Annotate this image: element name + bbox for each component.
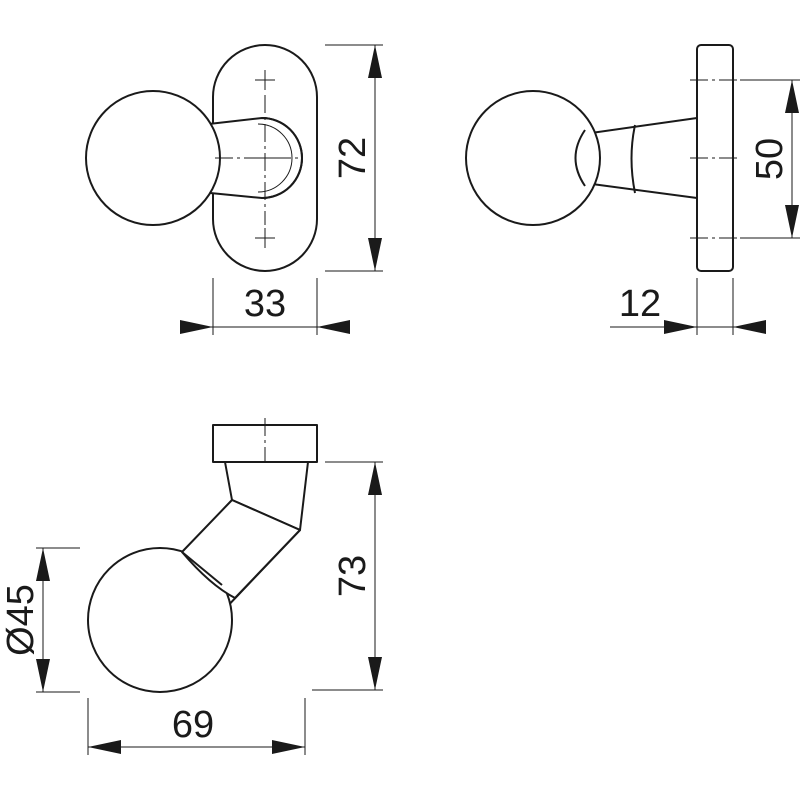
- dimension-side-spacing-label: 50: [749, 138, 791, 180]
- side-neck-collar: [630, 124, 636, 194]
- bottom-arm-front: [181, 499, 301, 599]
- dimension-total-height: 73: [312, 461, 383, 691]
- dimension-front-height: 72: [325, 44, 383, 272]
- side-ball-neck-joint: [574, 129, 586, 187]
- bottom-view: Ø45 73 69: [0, 418, 383, 755]
- bottom-knob-ball: [87, 547, 233, 693]
- dimension-front-height-label: 72: [332, 137, 374, 179]
- front-view: 33 72: [85, 44, 383, 335]
- screw-mark-top: [255, 70, 275, 90]
- dimension-total-height-label: 73: [332, 555, 374, 597]
- side-knob-ball: [465, 90, 601, 226]
- front-neck-inner-edge: [261, 117, 303, 199]
- dimension-total-projection-label: 69: [172, 704, 214, 746]
- bottom-arm-joint-line: [181, 551, 223, 586]
- dimension-knob-diameter-label: Ø45: [0, 584, 42, 656]
- dimension-front-width-label: 33: [244, 283, 286, 325]
- dimension-side-thickness-label: 12: [619, 283, 661, 325]
- dimension-knob-diameter: Ø45: [0, 547, 80, 693]
- dimension-side-spacing: 50: [740, 79, 800, 239]
- dimension-side-thickness: 12: [610, 278, 766, 335]
- screw-mark-bottom: [255, 228, 275, 248]
- front-knob-ball: [85, 90, 221, 226]
- dimension-front-width: 33: [180, 278, 350, 335]
- side-view: 12 50: [465, 44, 800, 335]
- dimension-total-projection: 69: [87, 698, 306, 755]
- front-neck-inner-ring: [257, 123, 293, 193]
